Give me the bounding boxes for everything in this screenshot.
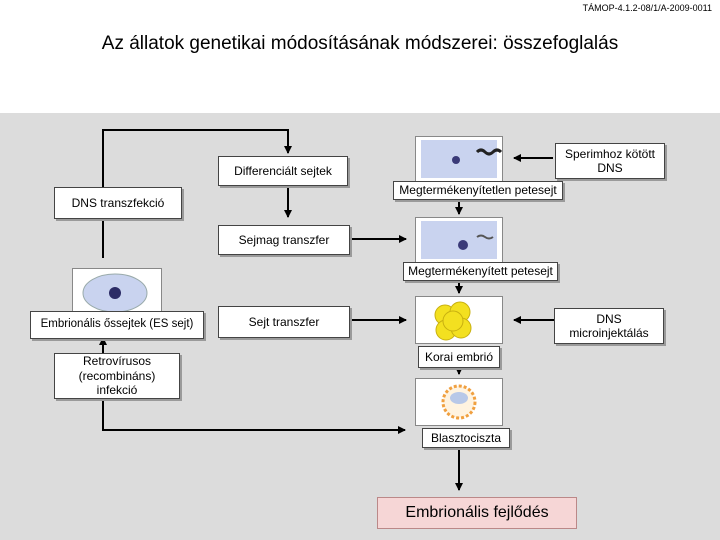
injected-dna-icon	[476, 234, 494, 240]
fertilized-egg-nucleus	[458, 240, 468, 250]
slide-title: Az állatok genetikai módosításának módsz…	[101, 33, 619, 54]
dna-transfection-box: DNS transzfekció	[54, 187, 182, 219]
blastocyst-box: Blasztociszta	[422, 428, 510, 448]
microinjection-line-2: microinjektálás	[569, 326, 649, 340]
retroviral-line-1: Retrovírusos	[82, 354, 152, 369]
differentiated-cells-box: Differenciált sejtek	[218, 156, 348, 186]
inner-cell-mass	[450, 392, 468, 404]
es-cell-nucleus	[109, 287, 121, 299]
sperm-dna-line-1: Sperimhoz kötött	[564, 146, 656, 161]
unfertilized-egg-box: Megtermékenyítetlen petesejt	[393, 181, 563, 200]
early-embryo-box: Korai embrió	[418, 346, 500, 368]
retroviral-line-3: infekció	[96, 383, 138, 398]
header-code: TÁMOP-4.1.2-08/1/A-2009-0011	[582, 3, 712, 13]
dna-microinjection-box: DNS microinjektálás	[554, 308, 664, 344]
sperm-dna-line-2: DNS	[597, 161, 623, 175]
retroviral-line-2: (recombináns)	[78, 368, 156, 383]
microinjection-line-1: DNS	[596, 311, 622, 326]
egg-nucleus	[452, 156, 460, 164]
es-cells-box: Embrionális őssejtek (ES sejt)	[30, 311, 204, 339]
cell-transfer-box: Sejt transzfer	[218, 306, 350, 338]
sperm-dna-box: Sperimhoz kötött DNS	[555, 143, 665, 179]
early-embryo-icon	[434, 301, 472, 341]
sperm-dna-icon	[475, 148, 503, 156]
fertilized-egg-cell	[421, 221, 497, 259]
retroviral-infection-box: Retrovírusos (recombináns) infekció	[54, 353, 180, 399]
nuclear-transfer-box: Sejmag transzfer	[218, 225, 350, 255]
embryonic-development-box: Embrionális fejlődés	[377, 497, 577, 529]
fertilized-egg-box: Megtermékenyített petesejt	[403, 262, 558, 281]
